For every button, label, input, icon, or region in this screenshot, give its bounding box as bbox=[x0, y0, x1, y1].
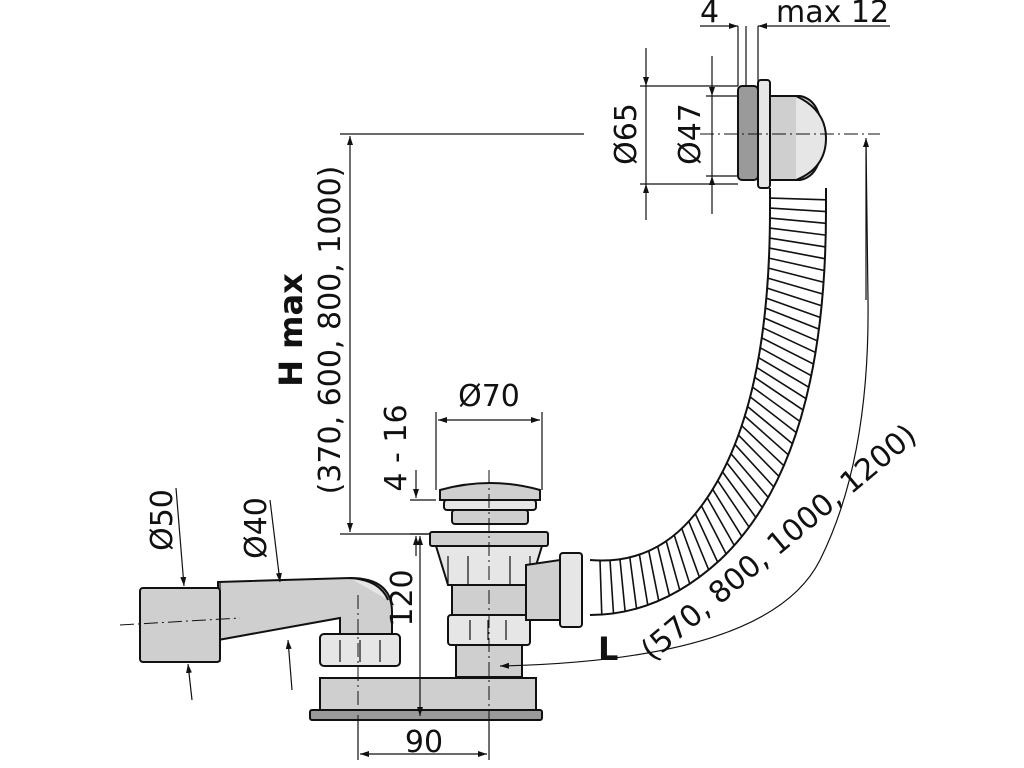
hose-rib bbox=[769, 237, 826, 248]
hose-rib bbox=[758, 356, 810, 388]
hose-rib bbox=[694, 513, 719, 563]
hose-rib bbox=[711, 488, 743, 537]
dim-l-values: (570, 800, 1000, 1200) bbox=[635, 418, 924, 668]
dim-h-values: (370, 600, 800, 1000) bbox=[313, 166, 348, 495]
hose-rib bbox=[769, 247, 826, 260]
hose-rib bbox=[673, 534, 691, 585]
dim-max-12: max 12 bbox=[776, 0, 889, 30]
hose-rib bbox=[767, 277, 823, 295]
hose-rib bbox=[730, 453, 769, 498]
hose-rib bbox=[656, 546, 671, 596]
hose-rib bbox=[752, 386, 801, 423]
hose-rib bbox=[749, 396, 797, 434]
hose-rib bbox=[619, 559, 626, 612]
hose-rib bbox=[768, 257, 825, 272]
hose-rib bbox=[765, 307, 820, 330]
hose-rib bbox=[754, 376, 804, 411]
hose-rib bbox=[609, 560, 615, 614]
overflow-plate bbox=[737, 85, 759, 181]
hose-rib bbox=[638, 554, 649, 606]
hose-rib bbox=[737, 434, 780, 477]
overflow-assembly bbox=[737, 79, 828, 189]
hose-rib bbox=[759, 347, 812, 377]
dim-thickness-4: 4 bbox=[700, 0, 719, 30]
hose-rib bbox=[629, 557, 638, 609]
hose-rib bbox=[761, 337, 814, 365]
hose-rib bbox=[756, 366, 807, 400]
hose-rib bbox=[734, 443, 775, 488]
outlet-pipe bbox=[139, 587, 221, 663]
hose-rib bbox=[647, 550, 660, 601]
hose-rib bbox=[688, 521, 710, 571]
dim-height-120: 120 bbox=[385, 569, 420, 626]
hose-rib bbox=[717, 480, 750, 528]
hose-rib bbox=[769, 227, 826, 236]
hose-rib bbox=[599, 560, 603, 615]
dim-d70: Ø70 bbox=[458, 379, 520, 414]
hose-rib bbox=[726, 462, 763, 509]
dim-4-16: 4 - 16 bbox=[379, 404, 414, 491]
dim-d47: Ø47 bbox=[673, 103, 708, 165]
hose-rib bbox=[681, 528, 701, 578]
hose-rib bbox=[766, 287, 822, 307]
dim-h-max: H max bbox=[272, 273, 310, 387]
hose-rib bbox=[706, 497, 735, 546]
hose-rib bbox=[700, 505, 727, 555]
dim-d50: Ø50 bbox=[145, 489, 180, 551]
hose-rib bbox=[769, 207, 827, 213]
hose-rib bbox=[769, 197, 827, 201]
dim-width-90: 90 bbox=[405, 725, 443, 760]
hose-rib bbox=[747, 405, 793, 445]
plug-cap bbox=[439, 482, 541, 501]
hose-rib bbox=[721, 471, 757, 518]
hose-rib bbox=[768, 267, 824, 284]
dim-d40: Ø40 bbox=[239, 497, 274, 559]
dim-l-label: L bbox=[598, 630, 618, 668]
hose-rib bbox=[766, 297, 821, 319]
flexible-hose bbox=[589, 188, 827, 616]
dim-d65: Ø65 bbox=[609, 103, 644, 165]
hose-rib bbox=[769, 217, 826, 225]
waste-assembly bbox=[139, 482, 583, 721]
hose-rib bbox=[764, 317, 818, 342]
hose-rib bbox=[741, 425, 785, 467]
hose-rib bbox=[762, 327, 816, 354]
hose-rib bbox=[665, 540, 681, 591]
hose-rib bbox=[744, 415, 789, 456]
